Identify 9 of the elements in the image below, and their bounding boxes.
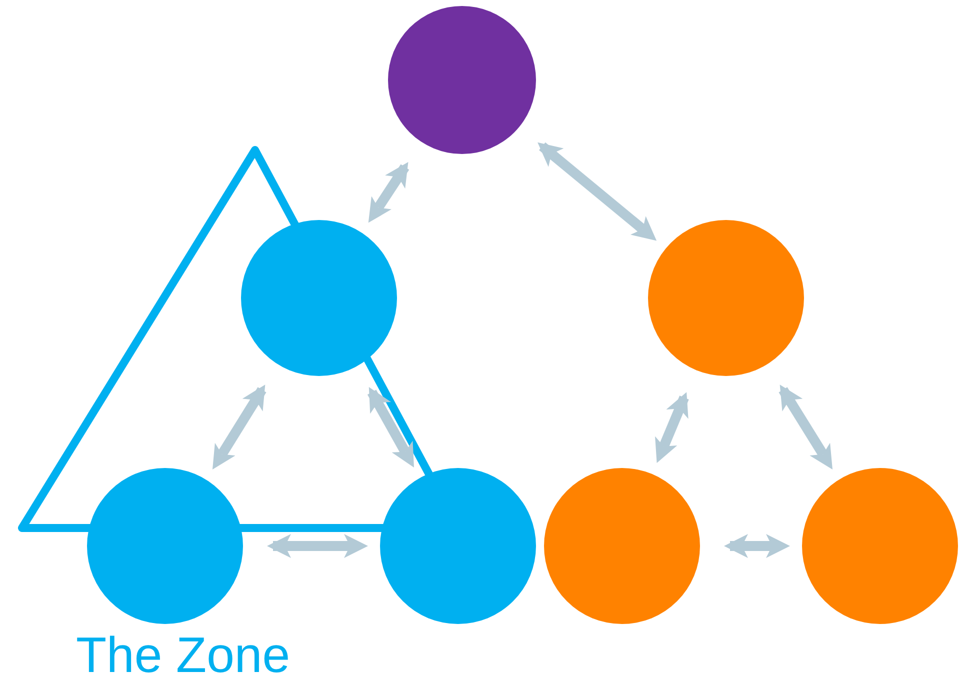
double-arrow (267, 534, 368, 558)
double-arrow (538, 142, 657, 241)
double-arrow (367, 386, 414, 468)
double-arrow (778, 384, 833, 470)
double-arrow (655, 392, 689, 463)
double-arrow (724, 534, 790, 558)
zone-label: The Zone (76, 630, 290, 680)
double-arrow (368, 162, 410, 223)
double-arrow (212, 384, 266, 470)
